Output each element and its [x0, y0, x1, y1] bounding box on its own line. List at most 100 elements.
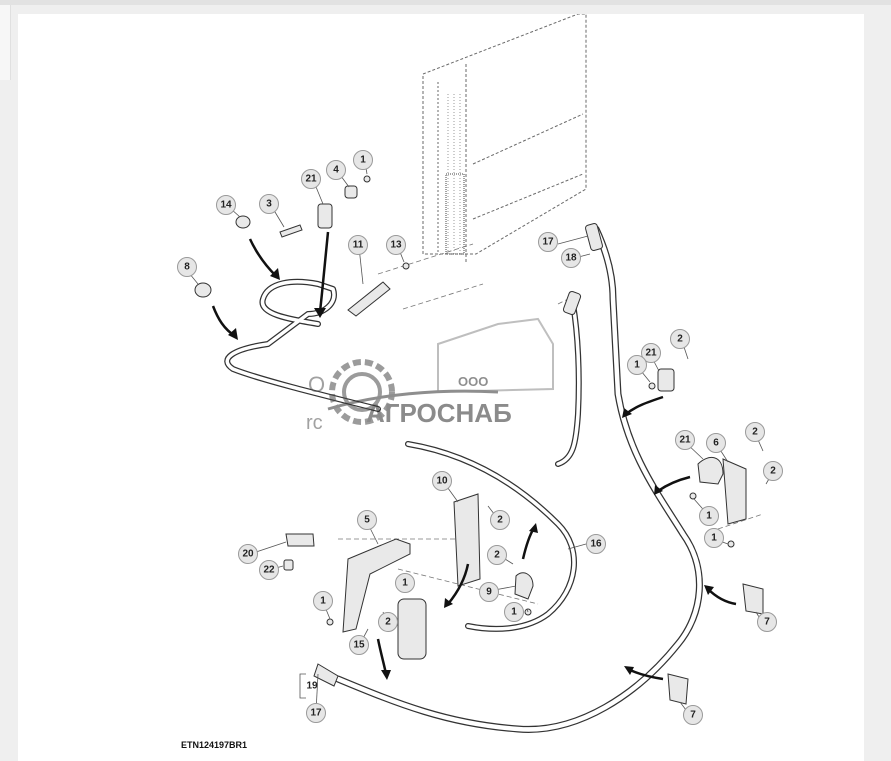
cap-part-22 — [283, 559, 294, 571]
svg-text:21: 21 — [679, 435, 691, 446]
callout-2-bracket-top: 2 — [745, 422, 765, 442]
svg-text:1: 1 — [511, 607, 517, 618]
arrow-8 — [211, 305, 236, 338]
parts-diagram: ООО АГРОСНАБ O rc — [177, 14, 783, 750]
svg-text:15: 15 — [353, 640, 365, 651]
svg-text:2: 2 — [752, 427, 758, 438]
nut-part-1-left — [326, 618, 334, 626]
nut-part-1-right — [648, 382, 656, 390]
sensor-part-11 — [347, 281, 391, 317]
hose-lines — [224, 225, 703, 733]
svg-text:2: 2 — [494, 550, 500, 561]
callout-1: 1 — [353, 150, 373, 170]
svg-text:14: 14 — [220, 200, 232, 211]
clamp-part-9 — [514, 572, 534, 600]
svg-text:1: 1 — [711, 533, 717, 544]
svg-text:4: 4 — [333, 165, 339, 176]
callout-15: 15 — [349, 635, 369, 655]
svg-text:13: 13 — [390, 240, 402, 251]
callout-1-left: 1 — [313, 591, 333, 611]
nut-part-1-top — [363, 175, 371, 183]
direction-arrows — [211, 231, 737, 681]
spacer-part-4 — [344, 185, 358, 199]
svg-text:5: 5 — [364, 515, 370, 526]
callout-22: 22 — [259, 560, 279, 580]
svg-text:22: 22 — [263, 565, 275, 576]
callout-8: 8 — [177, 257, 197, 277]
callout-21-right: 21 — [641, 343, 661, 363]
svg-text:2: 2 — [385, 617, 391, 628]
callout-7-right: 7 — [757, 612, 777, 632]
callout-1-clamp: 1 — [699, 506, 719, 526]
svg-text:20: 20 — [242, 549, 254, 560]
clamp-part-7-lower — [667, 673, 689, 705]
mounting-guide-lines — [338, 243, 764, 605]
watermark-partial-text-2: rc — [306, 412, 323, 434]
svg-text:17: 17 — [542, 237, 554, 248]
arrow-heads — [228, 268, 714, 680]
arrow-clamp-9 — [521, 527, 536, 560]
clamp-part-21-lower — [697, 456, 724, 485]
callout-17-lower: 17 — [306, 703, 326, 723]
arrow-21 — [318, 231, 330, 313]
svg-text:16: 16 — [590, 539, 602, 550]
callout-21: 21 — [301, 169, 321, 189]
parts-diagram-sheet: ООО АГРОСНАБ O rc — [18, 14, 864, 761]
callout-5: 5 — [357, 510, 377, 530]
bracket-part-5 — [342, 538, 411, 633]
callout-21-lower: 21 — [675, 430, 695, 450]
svg-text:1: 1 — [402, 578, 408, 589]
label-19: 19 — [306, 681, 318, 692]
arrow-bracket — [447, 563, 470, 605]
callout-14: 14 — [216, 195, 236, 215]
callout-group: 14 3 21 4 1 8 11 13 17 18 21 2 1 21 6 2 … — [177, 150, 783, 725]
arrow-7-right — [707, 588, 737, 606]
arrow-lower-clamp — [657, 475, 691, 493]
nut-part-1-clamp — [689, 492, 697, 500]
oring-part-13 — [402, 262, 410, 270]
clamp-part-21-right — [657, 368, 675, 392]
nut-part-1-bracket — [727, 540, 735, 548]
fitting-part-19 — [313, 663, 339, 687]
condenser-radiator — [422, 14, 587, 264]
callout-1-lower: 1 — [504, 602, 524, 622]
callout-3: 3 — [259, 194, 279, 214]
svg-text:10: 10 — [436, 476, 448, 487]
callout-10: 10 — [432, 471, 452, 491]
svg-text:1: 1 — [320, 596, 326, 607]
svg-text:21: 21 — [305, 174, 317, 185]
svg-text:1: 1 — [706, 511, 712, 522]
watermark-gear-icon — [329, 359, 395, 425]
component-parts — [194, 175, 764, 705]
callout-1-right: 1 — [627, 355, 647, 375]
svg-text:9: 9 — [486, 587, 492, 598]
callout-9: 9 — [479, 582, 499, 602]
watermark: ООО АГРОСНАБ O rc — [306, 317, 554, 434]
callout-17: 17 — [538, 232, 558, 252]
callout-2-bracket10: 2 — [490, 510, 510, 530]
callout-2-clamp9: 2 — [487, 545, 507, 565]
watermark-partial-text-1: O — [308, 372, 325, 397]
callout-18: 18 — [561, 248, 581, 268]
svg-text:18: 18 — [565, 253, 577, 264]
arrow-right-clamp — [625, 395, 664, 415]
svg-text:6: 6 — [713, 438, 719, 449]
svg-text:3: 3 — [266, 199, 272, 210]
arrow-14 — [248, 238, 277, 277]
fitting-upper-right — [585, 223, 603, 251]
callout-20: 20 — [238, 544, 258, 564]
svg-text:2: 2 — [497, 515, 503, 526]
watermark-company-name: АГРОСНАБ — [366, 398, 512, 428]
callout-6: 6 — [706, 433, 726, 453]
callout-11: 11 — [348, 235, 368, 255]
bracket-part-10 — [453, 493, 481, 587]
watermark-harvester-icon — [437, 317, 554, 394]
bolt-part-3 — [279, 224, 303, 238]
top-toolbar-strip — [0, 0, 891, 5]
callout-2-lower: 2 — [378, 612, 398, 632]
figure-reference-code: ETN124197BR1 — [181, 740, 247, 750]
svg-text:17: 17 — [310, 708, 322, 719]
washer-part-14 — [235, 215, 251, 229]
arrow-15 — [376, 638, 388, 675]
fitting-part-20 — [285, 533, 315, 547]
